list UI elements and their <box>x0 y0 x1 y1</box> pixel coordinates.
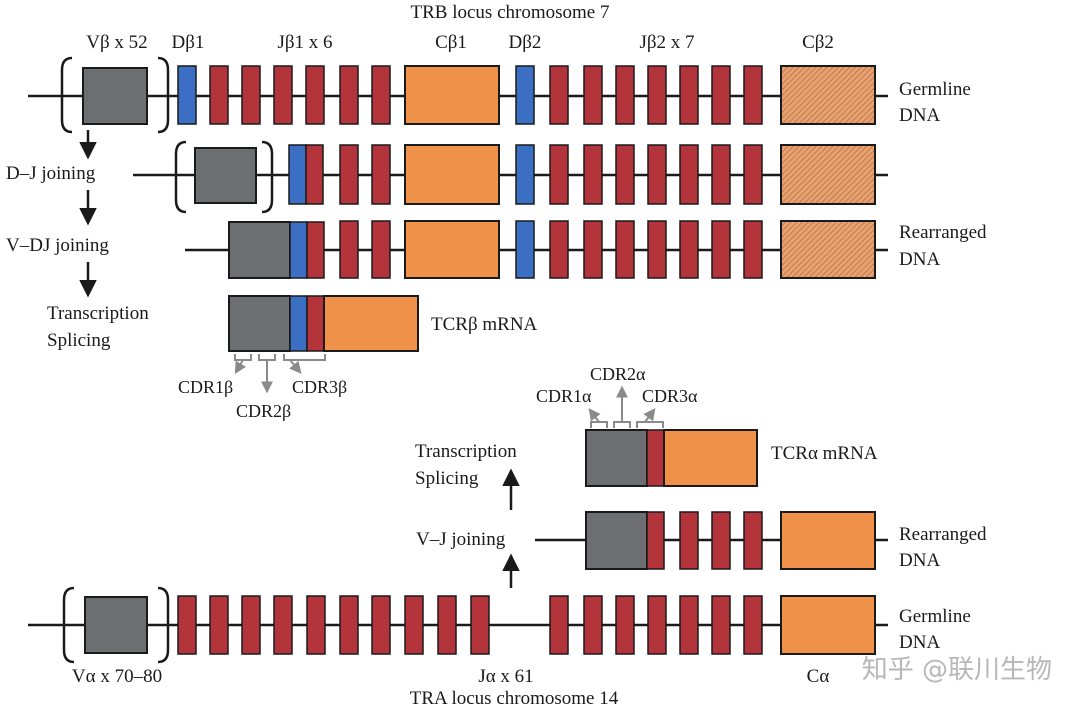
trb-cdr3-label: CDR3β <box>292 377 347 397</box>
tra-c-label: Cα <box>807 666 830 687</box>
tra-transcription-label: Transcription <box>415 441 517 462</box>
trb-germline-row <box>28 56 888 134</box>
trb-rearranged-label: Rearranged <box>899 222 987 243</box>
trb-j2-segments <box>549 65 763 125</box>
trb-transcription-label: Transcription <box>47 303 149 324</box>
trb-vdj-joining-label: V–DJ joining <box>6 235 109 256</box>
watermark: 知乎 @联川生物 <box>862 655 1052 685</box>
trb-d2-segment <box>515 65 535 125</box>
trb-germline-dna-label: DNA <box>899 105 940 126</box>
tra-rearranged-dna-label: DNA <box>899 550 940 571</box>
trb-v-bracket-right <box>157 56 170 134</box>
trb-j1-segments <box>209 65 391 125</box>
trb-dj-bracket-right <box>261 140 274 214</box>
tra-j-segments <box>177 595 763 655</box>
trb-v-label: Vβ x 52 <box>86 32 147 53</box>
tra-v-label: Vα x 70–80 <box>72 666 162 687</box>
trb-vdj-row <box>185 220 888 279</box>
trb-d1-segment <box>177 65 197 125</box>
trb-c1-segment <box>404 65 500 125</box>
trb-c2-label: Cβ2 <box>802 32 834 53</box>
tra-cdr2-label: CDR2α <box>590 364 646 384</box>
trb-mrna-label: TCRβ mRNA <box>431 314 538 335</box>
tra-c-segment <box>780 595 876 655</box>
trb-dj-joining-label: D–J joining <box>6 163 96 184</box>
trb-dj-bracket-left <box>174 140 187 214</box>
trb-rearranged-dna-label: DNA <box>899 249 940 270</box>
trb-j2-label: Jβ2 x 7 <box>639 32 694 53</box>
trb-c2-segment <box>780 65 876 125</box>
tra-v-segment <box>84 596 148 654</box>
trb-d1-label: Dβ1 <box>172 32 205 53</box>
tra-germline-row <box>28 586 888 664</box>
trb-mrna <box>228 295 419 352</box>
tra-locus-title: TRA locus chromosome 14 <box>410 688 619 709</box>
tra-v-bracket-right <box>157 586 170 664</box>
tra-mrna-label: TCRα mRNA <box>771 443 878 464</box>
tra-cdr-brackets <box>588 385 664 428</box>
tra-rearranged-label: Rearranged <box>899 524 987 545</box>
trb-v-bracket-left <box>60 56 73 134</box>
trb-j1-label: Jβ1 x 6 <box>277 32 332 53</box>
trb-c1-label: Cβ1 <box>435 32 467 53</box>
tra-cdr1-label: CDR1α <box>536 386 592 406</box>
trb-dj-row <box>133 140 888 214</box>
trb-cdr1-label: CDR1β <box>178 377 233 397</box>
tra-splicing-label: Splicing <box>415 468 479 489</box>
tra-germline-label: Germline <box>899 606 971 627</box>
tra-mrna <box>585 429 758 487</box>
trb-germline-label: Germline <box>899 79 971 100</box>
trb-locus-title: TRB locus chromosome 7 <box>411 2 610 23</box>
tra-rearranged-row <box>535 511 888 570</box>
trb-splicing-label: Splicing <box>47 330 111 351</box>
tra-v-bracket-left <box>62 586 75 664</box>
trb-cdr-brackets <box>234 354 326 394</box>
tra-j-label: Jα x 61 <box>478 666 533 687</box>
trb-d2-label: Dβ2 <box>509 32 542 53</box>
tra-germline-dna-label: DNA <box>899 632 940 653</box>
trb-v-segment <box>82 67 148 125</box>
trb-cdr2-label: CDR2β <box>236 401 291 421</box>
tra-cdr3-label: CDR3α <box>642 386 698 406</box>
tra-vj-joining-label: V–J joining <box>416 529 506 550</box>
